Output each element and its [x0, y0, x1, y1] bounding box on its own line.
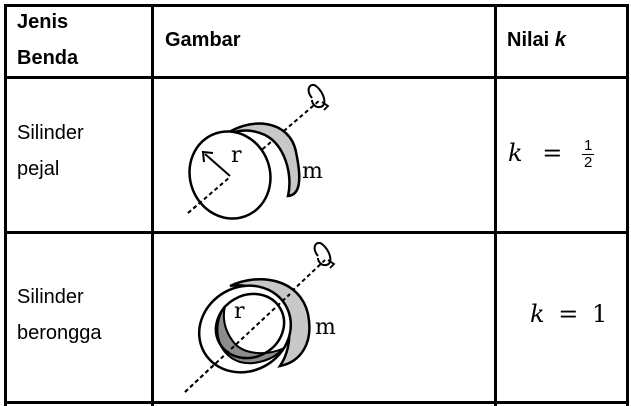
- row2-k-formula: k = 1: [530, 300, 607, 328]
- header-nilai-label: Nilai: [507, 29, 550, 51]
- row2-radius-label: r: [234, 299, 245, 324]
- row-divider: [4, 231, 629, 234]
- row1-k-numerator: 1: [581, 137, 595, 155]
- table-border-right: [626, 4, 629, 406]
- table-border-left: [4, 4, 7, 406]
- row1-name-line2: pejal: [17, 158, 60, 180]
- row1-mass-label: m: [302, 159, 323, 184]
- header-row-divider: [4, 76, 629, 79]
- solid-cylinder-figure: r m: [187, 84, 330, 220]
- row2-k-var: k: [530, 300, 545, 328]
- row2-name-line2: berongga: [17, 322, 102, 344]
- row1-radius-label: r: [231, 143, 242, 168]
- header-nilai-var: k: [554, 29, 566, 51]
- row1-name-line1: Silinder: [17, 122, 84, 144]
- header-jenis-benda: Jenis Benda: [17, 4, 78, 76]
- header-nilai-k: Nilai k: [507, 22, 566, 58]
- row2-mass-label: m: [315, 315, 336, 340]
- header-gambar: Gambar: [165, 29, 241, 51]
- row2-k-eq: =: [558, 300, 579, 328]
- header-jenis-line1: Jenis: [17, 11, 69, 33]
- row1-k-fraction: 1 2: [581, 137, 595, 171]
- row1-object-name: Silinder pejal: [17, 115, 84, 187]
- row2-name-line1: Silinder: [17, 286, 84, 308]
- column-divider-1: [151, 4, 154, 406]
- row2-object-name: Silinder berongga: [17, 279, 102, 351]
- header-jenis-line2: Benda: [17, 47, 79, 69]
- row1-k-eq: =: [542, 139, 563, 167]
- row1-k-formula: k = 1 2: [508, 137, 595, 171]
- row2-k-value: 1: [591, 300, 608, 328]
- hollow-cylinder-figure: r m: [184, 242, 336, 393]
- column-divider-2: [494, 4, 497, 406]
- table-border-bottom: [4, 401, 629, 404]
- table-border-top: [4, 4, 629, 7]
- row1-k-var: k: [508, 139, 523, 167]
- row1-k-denominator: 2: [583, 154, 593, 171]
